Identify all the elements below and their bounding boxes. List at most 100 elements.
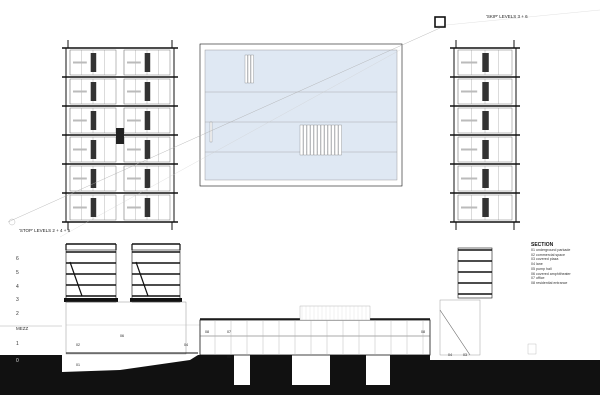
central-core xyxy=(116,128,124,144)
furniture xyxy=(73,119,87,122)
furniture xyxy=(73,177,87,180)
legend-item: 07 office xyxy=(531,276,545,281)
skylight xyxy=(317,124,321,156)
skylight xyxy=(244,54,248,84)
skylight xyxy=(303,124,307,156)
drawing-line xyxy=(7,27,441,223)
ground-foundations xyxy=(198,355,600,395)
stair-core xyxy=(144,169,151,188)
skylight xyxy=(331,124,335,156)
pump-hall xyxy=(199,319,431,356)
transfer-slab xyxy=(64,298,118,302)
drawing-line xyxy=(59,49,401,238)
reference-lines xyxy=(7,9,600,238)
furniture xyxy=(127,177,141,180)
furniture xyxy=(461,61,478,64)
legend-item: 01 underground parkade xyxy=(531,248,571,252)
level-label: 3 xyxy=(16,297,19,303)
level-label: 4 xyxy=(16,284,19,290)
section-legend: SECTION 01 underground parkade 02 commer… xyxy=(531,242,571,286)
skip-levels-label: 'SKIP' LEVELS 3 + 6 xyxy=(486,14,528,19)
legend-item: 05 pump hall xyxy=(531,266,552,271)
building-section xyxy=(0,243,600,395)
furniture xyxy=(73,61,87,64)
space-tag: 03 xyxy=(463,353,467,357)
stair xyxy=(439,309,471,356)
roof-lantern xyxy=(299,305,371,321)
stop-levels-label: 'STOP' LEVELS 2 + 4 + 5 xyxy=(19,228,71,233)
stair-core xyxy=(90,169,97,188)
stair-core xyxy=(482,169,489,188)
legend-item: 02 commercial space xyxy=(531,252,565,257)
stair-core xyxy=(90,53,97,72)
stair-core xyxy=(90,198,97,217)
space-tag: 02 xyxy=(76,343,80,347)
space-tag: 05 xyxy=(227,355,231,359)
space-tag: 01 xyxy=(76,363,80,367)
skylight xyxy=(338,124,342,156)
level-label: 1 xyxy=(16,341,19,347)
skylight xyxy=(313,124,318,156)
skip-levels-floor-plan xyxy=(450,40,520,230)
drawing-line xyxy=(69,261,83,297)
space-tag: 08 xyxy=(205,330,209,334)
space-tag: 06 xyxy=(120,334,124,338)
roof-plan xyxy=(199,43,403,187)
tree xyxy=(527,343,537,355)
stair-core xyxy=(90,140,97,159)
ground xyxy=(0,355,198,395)
stop-levels-floor-plan xyxy=(62,40,178,230)
stair-core xyxy=(144,53,151,72)
furniture xyxy=(461,119,478,122)
furniture xyxy=(73,148,87,151)
space-tag: 08 xyxy=(421,330,425,334)
drawing-line xyxy=(135,261,149,297)
legend-item: 04 lane xyxy=(531,262,543,267)
podium xyxy=(439,299,481,356)
skylight xyxy=(310,124,314,156)
stop-marker-icon xyxy=(8,218,16,226)
legend-title: SECTION xyxy=(531,242,554,248)
furniture xyxy=(127,206,141,209)
stair-core xyxy=(90,82,97,101)
space-tag: 07 xyxy=(227,330,231,334)
furniture xyxy=(127,119,141,122)
furniture xyxy=(127,148,141,151)
stair-core xyxy=(144,111,151,130)
drawing-line xyxy=(435,9,600,27)
stair-core xyxy=(90,111,97,130)
legend-item: 08 residential entrance xyxy=(531,280,568,285)
skylight xyxy=(320,124,325,156)
skylight xyxy=(209,121,213,143)
skylight xyxy=(334,124,339,156)
furniture xyxy=(127,90,141,93)
stair-core xyxy=(144,198,151,217)
furniture xyxy=(461,148,478,151)
legend-item: 03 covered plaza xyxy=(531,257,559,262)
furniture xyxy=(461,90,478,93)
legend-item: 06 covered amphitheater xyxy=(531,271,571,276)
residential-tower xyxy=(65,249,117,303)
stair-core xyxy=(144,82,151,101)
skylight xyxy=(306,124,311,156)
residential-tower xyxy=(457,247,493,299)
skylight xyxy=(250,54,254,84)
podium xyxy=(65,301,187,355)
level-label: MEZZ xyxy=(16,326,29,331)
furniture xyxy=(73,90,87,93)
skip-marker-icon xyxy=(434,16,446,28)
level-label: 5 xyxy=(16,270,19,276)
stair-core xyxy=(482,140,489,159)
skylight xyxy=(327,124,332,156)
residential-tower xyxy=(131,249,181,303)
level-label: 0 xyxy=(16,358,19,364)
transfer-slab xyxy=(130,298,182,302)
stair-core xyxy=(482,82,489,101)
stair-core xyxy=(482,53,489,72)
furniture xyxy=(73,206,87,209)
skylight xyxy=(299,124,304,156)
space-tag: 04 xyxy=(448,353,452,357)
stair-core xyxy=(482,111,489,130)
